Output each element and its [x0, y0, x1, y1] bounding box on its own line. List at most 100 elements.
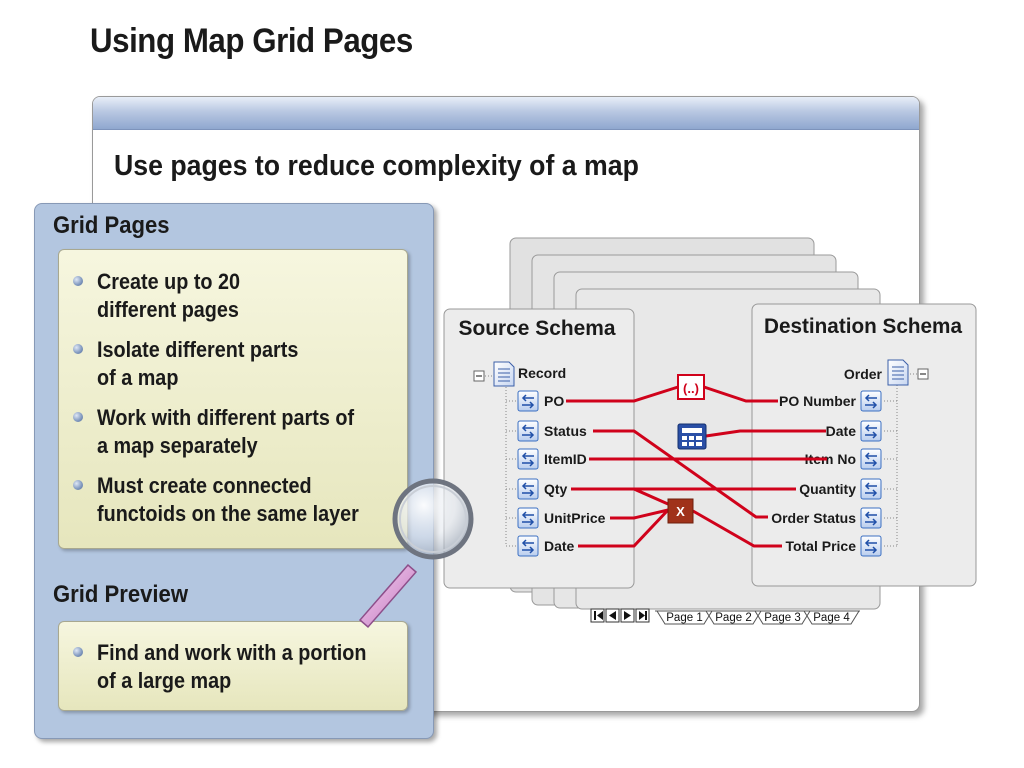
bullet-text: Find and work with a portion of a large …: [97, 640, 367, 693]
destination-field-row[interactable]: Total Price: [785, 535, 897, 557]
collapse-icon[interactable]: [473, 370, 485, 382]
source-field-label: Date: [544, 538, 575, 554]
source-schema-title: Source Schema: [459, 317, 616, 340]
field-arrow-icon: [860, 420, 882, 442]
grid-pages-list: Create up to 20 different pages Isolate …: [59, 250, 407, 540]
field-arrow-icon: [860, 478, 882, 500]
destination-field-label: Item No: [805, 451, 856, 467]
link-multiply-to-total-price: [692, 509, 782, 548]
destination-schema-title: Destination Schema: [764, 315, 962, 338]
source-field-row[interactable]: PO: [506, 390, 564, 412]
last-page-icon[interactable]: [635, 608, 650, 623]
page-tabs: Page 1 Page 2 Page 3 Page 4: [656, 610, 860, 625]
field-arrow-icon: [517, 507, 539, 529]
string-concat-functoid[interactable]: (..): [677, 374, 705, 400]
field-arrow-icon: [860, 535, 882, 557]
source-field-row[interactable]: Date: [506, 535, 575, 557]
tab-page-2[interactable]: Page 2: [705, 610, 762, 625]
field-arrow-icon: [860, 448, 882, 470]
field-arrow-icon: [517, 535, 539, 557]
tab-page-4[interactable]: Page 4: [803, 610, 860, 625]
bullet-text: Must create connected functoids on the s…: [97, 473, 359, 526]
source-field-label: UnitPrice: [544, 510, 606, 526]
source-field-label: Status: [544, 423, 587, 439]
bullet-icon: [73, 647, 83, 657]
tab-page-1-label: Page 1: [666, 612, 702, 624]
list-item: Must create connected functoids on the s…: [59, 472, 407, 540]
page-navigator: Page 1 Page 2 Page 3 Page 4: [590, 608, 860, 625]
link-qty-to-multiply: [633, 487, 669, 506]
field-arrow-icon: [860, 390, 882, 412]
link-unitprice-to-multiply: [610, 508, 669, 520]
grid-pages-box: Create up to 20 different pages Isolate …: [58, 249, 408, 549]
collapse-icon[interactable]: [917, 368, 929, 380]
link-po-to-concat: [566, 385, 679, 403]
field-arrow-icon: [517, 390, 539, 412]
bullet-icon: [73, 412, 83, 422]
destination-schema-panel: Destination Schema Order PO NumberDateIt…: [751, 303, 977, 587]
grid-preview-heading: Grid Preview: [53, 581, 188, 608]
first-page-icon[interactable]: [590, 608, 605, 623]
slide-subtitle: Use pages to reduce complexity of a map: [114, 150, 639, 182]
tab-page-4-label: Page 4: [813, 612, 850, 624]
tab-page-2-label: Page 2: [715, 612, 751, 624]
source-field-label: PO: [544, 393, 564, 409]
destination-field-label: Total Price: [785, 538, 856, 554]
destination-field-row[interactable]: Item No: [805, 448, 897, 470]
destination-root-label: Order: [844, 366, 883, 382]
field-arrow-icon: [517, 448, 539, 470]
link-date-to-multiply: [578, 508, 670, 548]
list-item: Isolate different parts of a map: [59, 336, 407, 404]
tab-page-3-label: Page 3: [764, 612, 800, 624]
multiply-label: X: [676, 504, 685, 519]
destination-field-label: Order Status: [771, 510, 856, 526]
string-concat-label: (..): [683, 381, 699, 396]
list-item: Create up to 20 different pages: [59, 268, 407, 336]
source-schema-card: [443, 308, 635, 589]
source-field-row[interactable]: Status: [506, 420, 587, 442]
document-icon: [887, 359, 909, 386]
source-field-row[interactable]: Qty: [506, 478, 568, 500]
grid-preview-list: Find and work with a portion of a large …: [59, 622, 407, 695]
bullet-icon: [73, 276, 83, 286]
source-field-row[interactable]: UnitPrice: [506, 507, 606, 529]
link-calc-to-date: [705, 429, 826, 438]
tab-page-3[interactable]: Page 3: [754, 610, 811, 625]
source-root-label: Record: [518, 365, 566, 381]
field-arrow-icon: [517, 478, 539, 500]
source-field-label: Qty: [544, 481, 568, 497]
content-panel-header-bar: [93, 97, 919, 130]
destination-field-label: Quantity: [799, 481, 856, 497]
calculator-icon[interactable]: [677, 423, 707, 450]
bullet-icon: [73, 344, 83, 354]
destination-field-label: PO Number: [779, 393, 857, 409]
destination-field-row[interactable]: Quantity: [799, 478, 897, 500]
bullet-text: Create up to 20 different pages: [97, 269, 241, 322]
link-concat-to-po-number: [703, 385, 778, 403]
source-field-row[interactable]: ItemID: [506, 448, 587, 470]
multiply-functoid[interactable]: X: [667, 498, 694, 524]
destination-field-row[interactable]: Order Status: [771, 507, 897, 529]
bullet-text: Isolate different parts of a map: [97, 337, 299, 390]
document-icon: [493, 361, 515, 387]
list-item: Find and work with a portion of a large …: [59, 639, 407, 695]
bullet-text: Work with different parts of a map separ…: [97, 405, 355, 458]
destination-field-label: Date: [826, 423, 857, 439]
mapping-links: [566, 385, 827, 548]
prev-page-icon[interactable]: [605, 608, 620, 623]
link-status-to-order-status: [593, 429, 768, 519]
grid-preview-box: Find and work with a portion of a large …: [58, 621, 408, 711]
grid-pages-heading: Grid Pages: [53, 212, 170, 239]
source-field-label: ItemID: [544, 451, 587, 467]
slide-title: Using Map Grid Pages: [90, 22, 413, 60]
tab-page-1[interactable]: Page 1: [656, 610, 713, 625]
next-page-icon[interactable]: [620, 608, 635, 623]
destination-field-row[interactable]: PO Number: [779, 390, 897, 412]
list-item: Work with different parts of a map separ…: [59, 404, 407, 472]
destination-field-row[interactable]: Date: [826, 420, 897, 442]
